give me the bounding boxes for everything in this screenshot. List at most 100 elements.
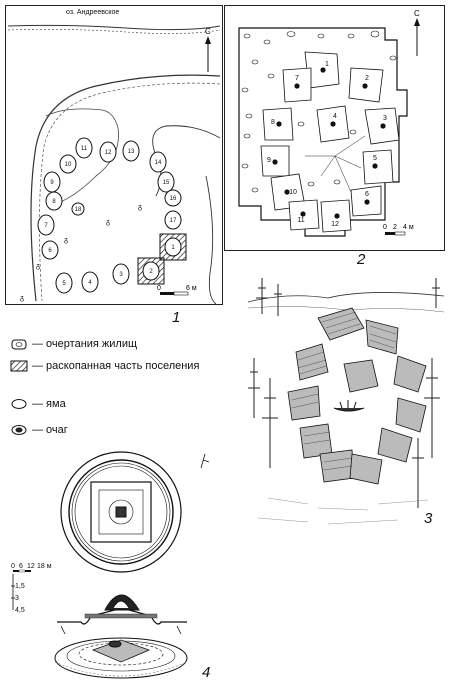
svg-text:18 м: 18 м [37, 563, 52, 570]
settlement-plan-drawing: 11 12 13 14 15 16 17 10 9 8 7 6 5 4 3 18… [7, 24, 221, 305]
house-ring [287, 307, 427, 485]
svg-text:6: 6 [19, 563, 23, 570]
dwelling-label-2: 2 [149, 269, 153, 275]
legend-item-pit: — яма [10, 398, 66, 411]
excavated-area-symbol [10, 360, 28, 372]
dwelling-8 [45, 191, 63, 211]
svg-text:С: С [414, 9, 420, 18]
dwelling2-label-5: 5 [373, 155, 377, 162]
scale-bar-2: 0 2 4 м [383, 224, 414, 236]
dwelling2-label-11: 11 [297, 217, 304, 224]
dwelling-label-12: 12 [105, 150, 112, 156]
dwelling-5 [55, 272, 73, 294]
dwelling-label-5: 5 [62, 281, 66, 287]
mound-section [57, 594, 187, 635]
dwelling-12 [99, 141, 117, 163]
figure-number-4: 4 [202, 664, 211, 681]
dwelling-outlines: 11 12 13 14 15 16 17 10 9 8 7 6 5 4 3 18… [37, 137, 187, 294]
dwelling-14 [149, 151, 167, 173]
excavation-plan-panel: 1 2 3 4 5 6 7 8 9 10 11 12 С 0 2 4 м [224, 5, 445, 251]
svg-text:ᵹ: ᵹ [20, 295, 24, 302]
dwelling-label-8: 8 [52, 199, 56, 205]
dwelling-16 [164, 189, 182, 207]
svg-text:0: 0 [157, 285, 161, 292]
legend-item-excavated: — раскопанная часть поселения [10, 360, 220, 373]
north-arrow-2: С [414, 9, 420, 56]
dwelling-label-16: 16 [170, 196, 177, 202]
dwelling-label-1: 1 [171, 245, 175, 251]
svg-text:3: 3 [15, 595, 19, 602]
terrace-edge [30, 74, 221, 302]
legend-text-pit: — яма [32, 398, 66, 410]
dwelling-label-15: 15 [163, 180, 170, 186]
dwelling-18 [71, 202, 85, 216]
figure-number-3: 3 [424, 510, 433, 527]
dwelling2-label-1: 1 [325, 61, 329, 68]
dwelling2-label-7: 7 [295, 75, 299, 82]
reconstruction-sketch [247, 268, 445, 530]
reconstruction-drawing [247, 278, 445, 525]
scale-bar-1: 0 6 м [157, 285, 197, 296]
scale-bar-4: 0 6 12 18 м [11, 563, 52, 573]
excavation-plan-drawing: 1 2 3 4 5 6 7 8 9 10 11 12 С 0 2 4 м [238, 9, 420, 237]
mound-drawing: 1,5 3 4,5 0 6 12 18 м [11, 451, 210, 679]
lake-label: оз. Андреевское [64, 9, 122, 16]
dwelling-label-17: 17 [170, 218, 177, 224]
dwelling2-label-2: 2 [365, 75, 369, 82]
svg-text:2: 2 [393, 224, 397, 231]
svg-text:ᵹ: ᵹ [106, 219, 110, 226]
mound-perspective [54, 637, 188, 679]
mound-plan-section: 1,5 3 4,5 0 6 12 18 м [5, 450, 237, 686]
dwelling-13 [122, 140, 140, 162]
dwelling2-label-4: 4 [333, 113, 337, 120]
mound-plan [60, 451, 210, 573]
dwelling2-label-12: 12 [331, 221, 339, 228]
dwelling2-label-3: 3 [383, 115, 387, 122]
north-arrow-1: С [205, 27, 211, 72]
dwelling-label-4: 4 [88, 280, 92, 286]
settlement-plan-panel: 11 12 13 14 15 16 17 10 9 8 7 6 5 4 3 18… [5, 5, 223, 305]
dwelling-3 [112, 263, 130, 285]
svg-text:С: С [205, 27, 211, 36]
svg-text:1,5: 1,5 [15, 583, 25, 590]
svg-text:6 м: 6 м [186, 285, 197, 292]
pit-symbol [11, 399, 27, 409]
vertical-scale: 1,5 3 4,5 [11, 574, 25, 614]
svg-text:0: 0 [11, 563, 15, 570]
dwelling-label-9: 9 [50, 180, 54, 186]
svg-text:ᵹ: ᵹ [138, 204, 142, 211]
dwelling-label-13: 13 [128, 149, 135, 155]
dwelling-6 [41, 240, 59, 260]
dwelling-label-10: 10 [65, 162, 72, 168]
dwelling2-label-10: 10 [289, 189, 297, 196]
dwelling-17 [164, 210, 182, 230]
hearth-symbol [11, 425, 27, 435]
figure-number-1: 1 [172, 309, 181, 326]
dwelling-label-11: 11 [81, 146, 88, 152]
lake-shore-line [7, 24, 221, 31]
svg-text:0: 0 [383, 224, 387, 231]
svg-text:4,5: 4,5 [15, 607, 25, 614]
svg-text:ᵹ: ᵹ [64, 237, 68, 244]
figure-number-2: 2 [357, 251, 366, 268]
legend-text-hearth: — очаг [32, 424, 68, 436]
dwelling-poly-5 [362, 149, 394, 185]
legend-item-dwelling: — очертания жилищ [10, 338, 137, 351]
legend-text-dwelling: — очертания жилищ [32, 338, 138, 350]
dwelling-label-18: 18 [75, 207, 82, 213]
dwelling-4 [81, 271, 99, 293]
dwelling2-label-6: 6 [365, 191, 369, 198]
svg-text:12: 12 [27, 563, 35, 570]
dwelling-10-left [59, 154, 77, 174]
legend-text-excavated: — раскопанная часть поселения [32, 360, 200, 372]
dwelling-11 [75, 137, 93, 159]
legend-item-hearth: — очаг [10, 424, 68, 437]
dwelling-7 [37, 214, 55, 236]
dwelling-label-6: 6 [48, 248, 52, 254]
dwelling-15 [157, 171, 175, 193]
svg-text:4 м: 4 м [403, 224, 414, 231]
dwelling-label-7: 7 [44, 223, 48, 229]
dwelling-outline-symbol [11, 339, 27, 350]
dwelling-label-3: 3 [119, 272, 123, 278]
svg-text:ᵹ: ᵹ [36, 263, 40, 270]
